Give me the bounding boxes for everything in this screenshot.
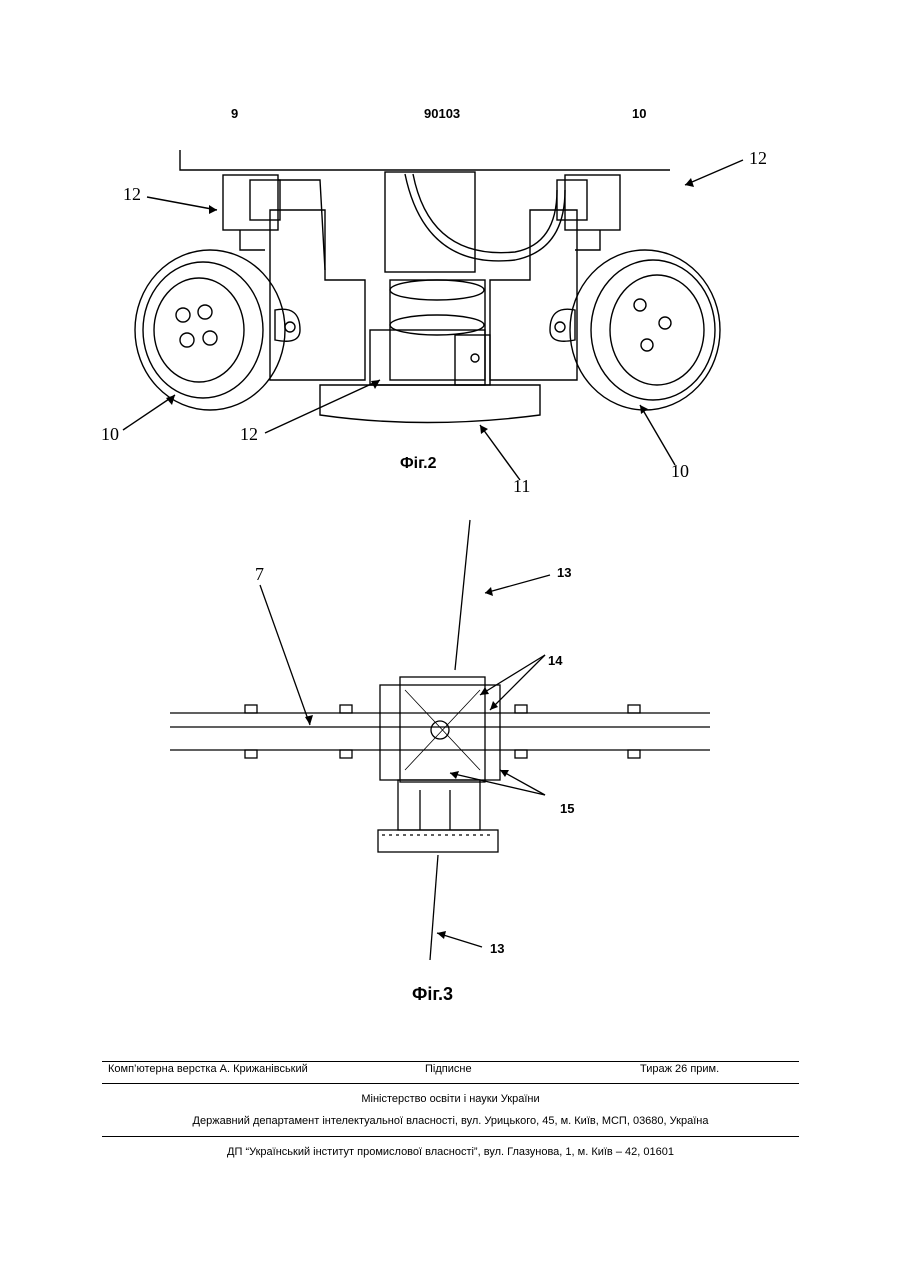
figure-2-drawing: 12 12 10 12 10 11 [95,140,795,500]
footer-rule-bottom [102,1136,799,1137]
fig2-label-12-left: 12 [123,184,141,204]
fig3-label-14: 14 [548,653,563,668]
department-line: Державний департамент інтелектуальної вл… [102,1115,799,1127]
fig3-label-15: 15 [560,801,574,816]
fig2-label-10-left: 10 [101,424,119,444]
figure-2-caption: Фіг.2 [400,455,437,473]
signed-label: Підписне [425,1063,472,1075]
fig2-label-11: 11 [513,476,530,496]
fig3-label-13-bottom: 13 [490,941,504,956]
circulation-label: Тираж 26 прим. [640,1063,719,1075]
fig2-label-12-center: 12 [240,424,258,444]
footer-rule-middle [102,1083,799,1084]
figure-3-caption: Фіг.3 [412,984,453,1005]
fig3-label-13-top: 13 [557,565,571,580]
fig2-label-10-right: 10 [671,461,689,481]
figure-3-drawing: 7 13 14 15 13 [160,515,730,1015]
publisher-line: ДП “Український інститут промислової вла… [102,1146,799,1158]
layout-credit: Комп’ютерна верстка А. Крижанівський [108,1063,308,1075]
page-number-left: 9 [231,106,238,121]
patent-number: 90103 [424,106,460,121]
footer-rule-top [102,1061,799,1062]
fig2-label-12-right: 12 [749,148,767,168]
page-number-right: 10 [632,106,646,121]
ministry-line: Міністерство освіти і науки України [102,1093,799,1105]
fig3-label-7: 7 [255,564,264,584]
